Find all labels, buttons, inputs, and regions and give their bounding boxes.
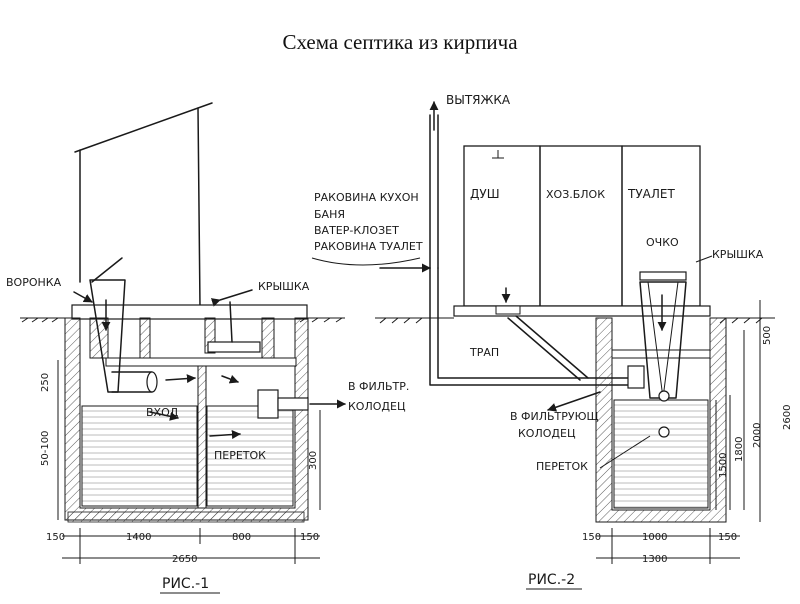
dim-1000: 1000 [642, 532, 667, 543]
dim-150-right-1: 150 [300, 532, 319, 543]
figure-1-label: РИС.-1 [162, 576, 209, 592]
dim-50-100: 50-100 [40, 431, 51, 466]
label-rakovina-tualet: РАКОВИНА ТУАЛЕТ [314, 240, 423, 253]
label-vater-klozet: ВАТЕР-КЛОЗЕТ [314, 224, 399, 237]
dim-2000: 2000 [752, 423, 763, 448]
label-filter-1a: В ФИЛЬТР. [348, 380, 409, 393]
roof-line [74, 102, 213, 153]
dim-150-left-1: 150 [46, 532, 65, 543]
label-hoz-blok: ХОЗ.БЛОК [546, 188, 605, 201]
dim-300: 300 [308, 451, 319, 470]
label-peretok-2: ПЕРЕТОК [536, 460, 588, 473]
dim-150-right-2: 150 [718, 532, 737, 543]
toilet-funnel [639, 281, 687, 399]
figure-2-label: РИС.-2 [528, 572, 575, 588]
dim-2600: 2600 [782, 405, 793, 430]
label-filter-2b: КОЛОДЕЦ [518, 427, 576, 440]
toilet-seat [639, 271, 687, 281]
dim-250: 250 [40, 373, 51, 392]
label-trap: ТРАП [469, 346, 499, 359]
label-dush: ДУШ [470, 187, 500, 201]
label-kryshka-1: КРЫШКА [258, 280, 310, 293]
figure-1: ВОРОНКА КРЫШКА ВХОД ПЕРЕТОК В ФИЛЬТР. КО… [6, 102, 409, 594]
water-chamber-3 [613, 399, 709, 509]
label-ochko: ОЧКО [646, 236, 679, 249]
label-filter-1b: КОЛОДЕЦ [348, 400, 406, 413]
label-voronka: ВОРОНКА [6, 276, 62, 289]
dim-1800: 1800 [734, 437, 745, 462]
vent-pipe [429, 114, 439, 269]
label-vytyazhka: ВЫТЯЖКА [446, 93, 511, 107]
tank-walls-2 [595, 317, 727, 523]
dim-500: 500 [762, 326, 773, 345]
figure-2: ВЫТЯЖКА ДУШ ХОЗ.БЛОК ТУАЛЕТ РАКОВИНА КУХ… [311, 93, 793, 590]
dim-800: 800 [232, 532, 251, 543]
shower-head-icon [492, 150, 504, 159]
label-banya: БАНЯ [314, 208, 345, 221]
label-rakovina-kuhon: РАКОВИНА КУХОН [314, 191, 419, 204]
label-kryshka-2: КРЫШКА [712, 248, 764, 261]
dim-2650: 2650 [172, 554, 197, 565]
outlet-pipe [257, 389, 279, 419]
dim-1400: 1400 [126, 532, 151, 543]
label-tualet: ТУАЛЕТ [627, 187, 675, 201]
water-chamber-2 [206, 405, 294, 507]
drain-pipe [429, 267, 631, 386]
label-filter-2a: В ФИЛЬТРУЮЩ [510, 410, 599, 423]
page-title: Схема септика из кирпича [282, 30, 518, 54]
dim-150-left-2: 150 [582, 532, 601, 543]
partition-wall [197, 357, 207, 509]
lid [207, 341, 261, 353]
dim-1500: 1500 [718, 453, 729, 478]
top-slab [71, 304, 308, 320]
outhouse-wall-right [197, 107, 201, 309]
label-vhod: ВХОД [146, 406, 179, 419]
trap-pipe [507, 315, 589, 381]
dim-1300: 1300 [642, 554, 667, 565]
label-peretok-1: ПЕРЕТОК [214, 449, 266, 462]
water-chamber-1 [81, 405, 198, 507]
